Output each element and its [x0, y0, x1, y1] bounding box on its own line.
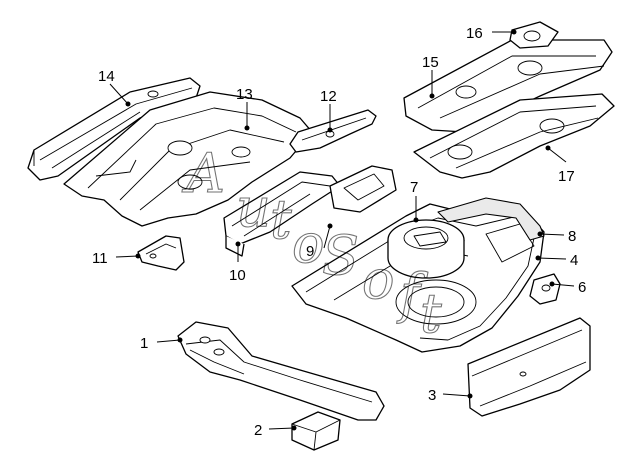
watermark-letter: u	[236, 176, 271, 239]
callout-14: 14	[98, 68, 115, 85]
callout-17: 17	[558, 168, 575, 185]
part-7-spare-well	[387, 219, 465, 279]
part-12-crossmember	[289, 109, 377, 153]
callouts: 1 2 3 4 6 7 8 9 10 11 12 13 14 15 16 17	[92, 25, 586, 439]
part-9-plate	[329, 165, 397, 213]
part-8-floor-edge	[437, 197, 545, 241]
watermark-letter: o	[292, 212, 325, 275]
part-6-small-bracket	[529, 273, 561, 305]
callout-13: 13	[236, 86, 253, 103]
callout-16: 16	[466, 25, 483, 42]
leader-lines	[109, 29, 575, 431]
part-15-rear-shelf	[403, 39, 613, 133]
watermark-letter: A	[181, 142, 225, 205]
watermark-letter: t	[420, 282, 442, 345]
part-16-cover	[509, 21, 559, 49]
callout-3: 3	[428, 387, 436, 404]
watermark-letter: o	[362, 248, 395, 311]
part-14-rail	[27, 77, 201, 181]
callout-6: 6	[578, 279, 586, 296]
part-10-bracket	[223, 171, 341, 257]
callout-12: 12	[320, 88, 337, 105]
callout-4: 4	[570, 252, 578, 269]
callout-8: 8	[568, 228, 576, 245]
watermark-letter: t	[270, 188, 292, 251]
part-2-block	[291, 411, 341, 451]
callout-10: 10	[229, 267, 246, 284]
part-1-sill	[177, 321, 385, 421]
part-13-floor-panel	[63, 91, 313, 227]
callout-7: 7	[410, 179, 418, 196]
part-17-lower-shelf	[413, 93, 615, 179]
callout-2: 2	[254, 422, 262, 439]
part-3-side-panel	[467, 317, 591, 417]
callout-11: 11	[92, 250, 108, 267]
callout-15: 15	[422, 54, 439, 71]
callout-1: 1	[140, 335, 148, 352]
part-11-bracket	[137, 235, 185, 271]
callout-9: 9	[306, 243, 314, 260]
